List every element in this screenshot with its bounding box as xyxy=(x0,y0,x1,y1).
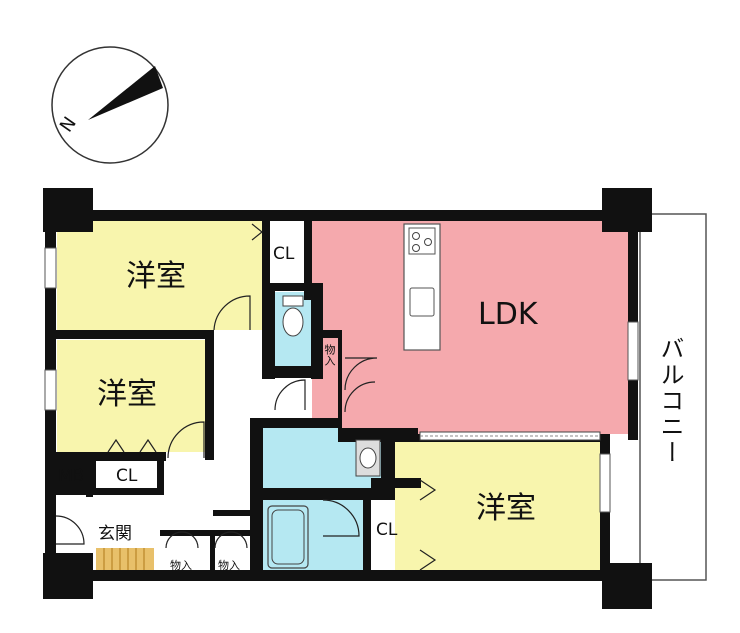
bedroom-nw-label: 洋室 xyxy=(126,259,186,294)
washbasin-icon xyxy=(355,439,381,477)
compass xyxy=(51,46,169,164)
balcony-label: バルコニー xyxy=(656,336,684,466)
stove-icon xyxy=(412,232,420,240)
monoire-2-label: 物入 xyxy=(218,559,240,572)
pillar-nw xyxy=(43,188,93,232)
bedroom-w-label: 洋室 xyxy=(97,377,157,412)
bedroom-w-fill xyxy=(57,340,205,452)
sink-icon xyxy=(409,287,435,317)
wall-bottom xyxy=(45,570,635,581)
entrance-floor xyxy=(96,548,154,570)
balcony-area xyxy=(639,213,707,581)
closet-se-label: CL xyxy=(376,520,398,540)
closet-w-label: CL xyxy=(116,466,138,486)
kitchen-counter xyxy=(403,223,441,351)
entrance-label: 玄関 xyxy=(98,524,132,544)
mb-label: MB xyxy=(58,466,85,486)
north-arrow-icon xyxy=(88,66,163,120)
bedroom-se-label: 洋室 xyxy=(476,491,536,526)
closet-top-label: CL xyxy=(273,244,295,264)
bathtub-icon xyxy=(267,505,309,569)
toilet-icon xyxy=(282,295,304,337)
pillar-ne xyxy=(602,188,652,232)
ldk-label: LDK xyxy=(478,297,538,332)
wall-top xyxy=(45,210,635,221)
pillar-sw xyxy=(43,553,93,599)
pillar-se xyxy=(602,563,652,609)
monoire-1-label: 物入 xyxy=(170,559,192,572)
bedroom-nw-fill xyxy=(57,220,262,330)
monoire-3-label: 物入 xyxy=(323,344,336,366)
bedroom-se-fill xyxy=(395,442,602,570)
